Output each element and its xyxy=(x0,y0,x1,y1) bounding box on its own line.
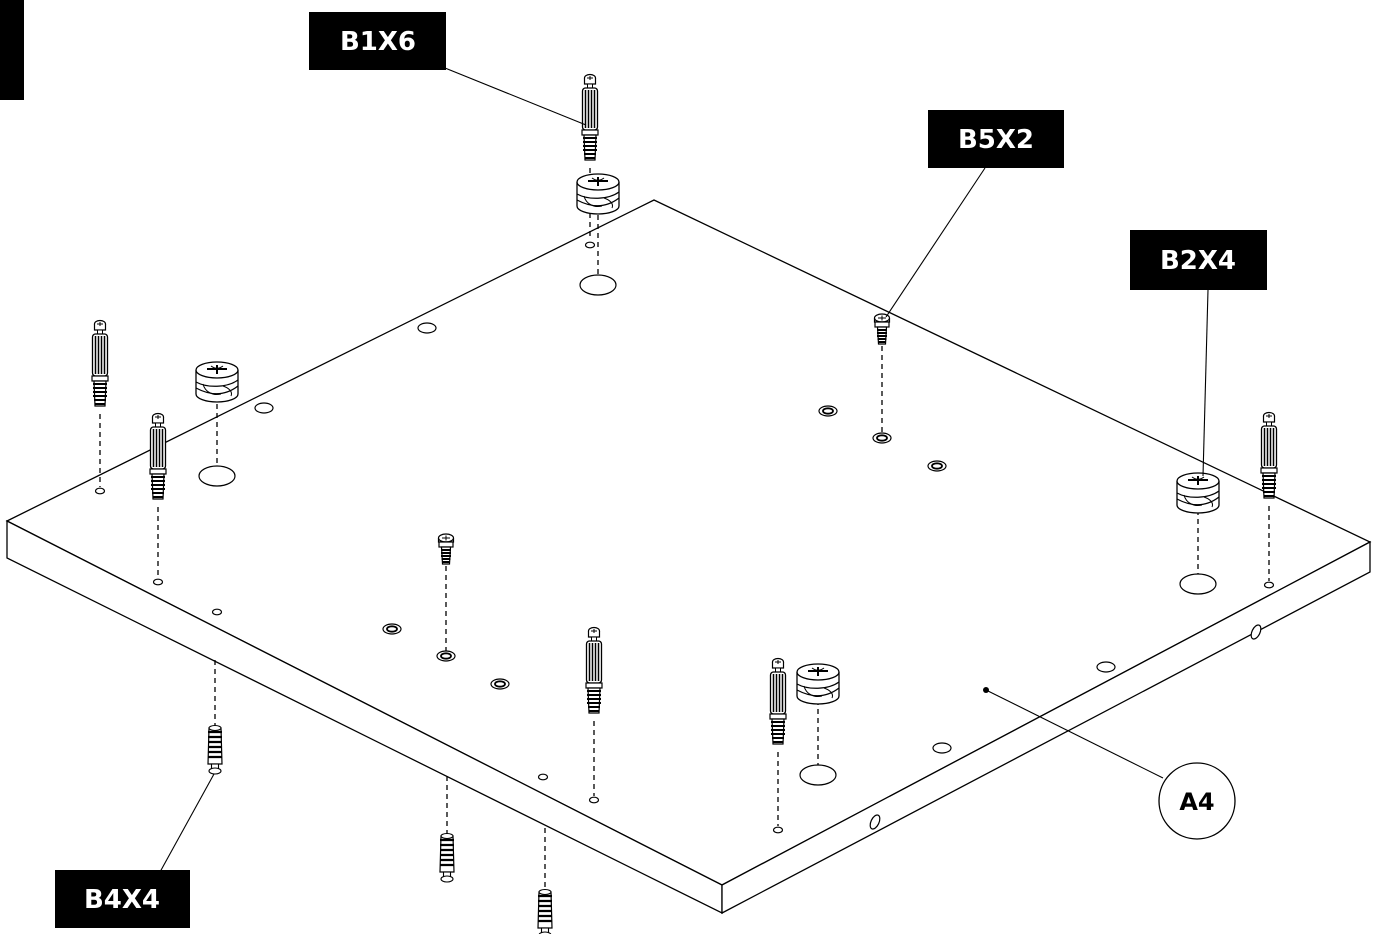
label-b1-text: B1X6 xyxy=(340,27,416,57)
b1-dowel-left-1 xyxy=(91,319,109,407)
label-b4: B4X4 xyxy=(55,870,190,928)
b1-dowel-top xyxy=(581,73,599,161)
label-a4: A4 xyxy=(1158,762,1236,840)
b1-dowel-left-2 xyxy=(149,412,167,500)
panel-holes xyxy=(211,322,1262,830)
label-b2-text: B2X4 xyxy=(1160,246,1236,276)
label-b1: B1X6 xyxy=(309,12,446,70)
b4-pin-2 xyxy=(438,832,456,884)
b2-cam-front xyxy=(796,663,840,705)
label-b2: B2X4 xyxy=(1130,230,1267,290)
page-edge-tab xyxy=(0,0,24,100)
b2-cam-right xyxy=(1176,472,1220,514)
label-b5-text: B5X2 xyxy=(958,125,1034,155)
leader-lines xyxy=(159,67,1209,873)
label-b4-text: B4X4 xyxy=(84,885,160,915)
b2-cam-left xyxy=(195,361,239,403)
b1-dowel-right xyxy=(1260,411,1278,499)
b4-pin-1 xyxy=(206,724,224,776)
b4-pins xyxy=(206,660,554,934)
label-a4-text: A4 xyxy=(1179,788,1214,816)
b2-cam-locks xyxy=(195,173,1220,786)
panel-a4 xyxy=(5,199,1372,915)
label-b5: B5X2 xyxy=(928,110,1064,168)
b4-pin-3 xyxy=(536,888,554,934)
b5-screws xyxy=(436,313,892,662)
b2-cam-top xyxy=(576,173,620,215)
